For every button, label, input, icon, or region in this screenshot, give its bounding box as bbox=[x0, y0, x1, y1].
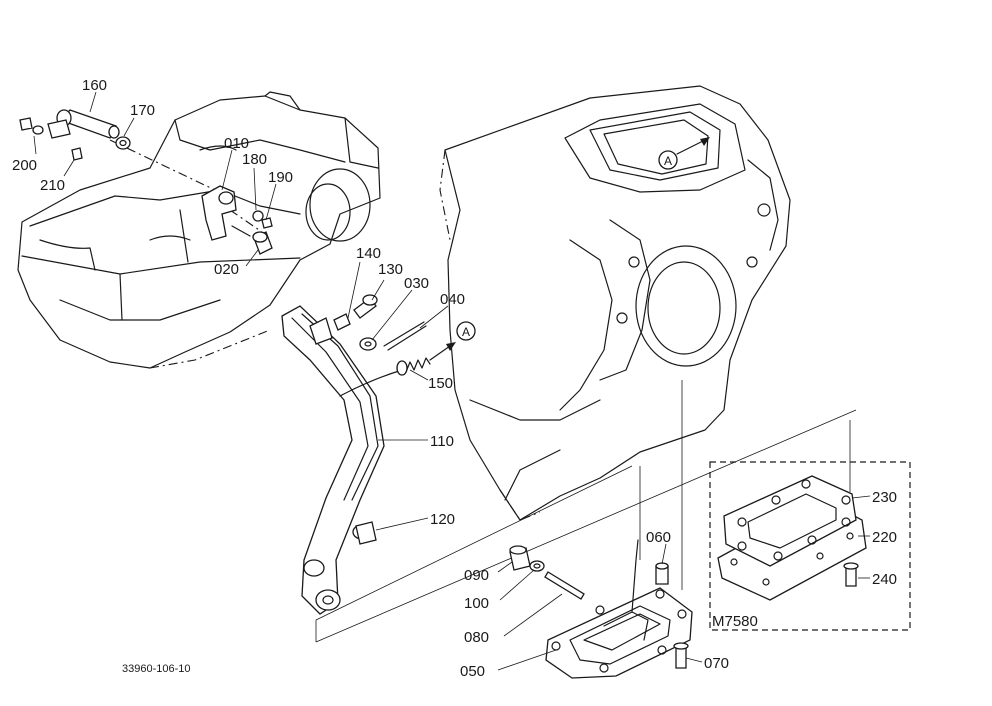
label-170: 170 bbox=[130, 102, 155, 119]
bottom-cover bbox=[545, 539, 693, 679]
marker-a-lower-letter: A bbox=[462, 325, 470, 339]
label-240: 240 bbox=[872, 571, 897, 588]
upper-lever-hardware bbox=[19, 109, 273, 255]
inset-cover-and-gasket bbox=[717, 475, 867, 601]
label-070: 070 bbox=[704, 655, 729, 672]
label-140: 140 bbox=[356, 245, 381, 262]
label-050: 050 bbox=[460, 663, 485, 680]
label-210: 210 bbox=[40, 177, 65, 194]
label-200: 200 bbox=[12, 157, 37, 174]
label-080: 080 bbox=[464, 629, 489, 646]
reference-marker-a-upper: A bbox=[658, 137, 710, 170]
adjust-bolt-hardware bbox=[333, 294, 427, 351]
pedal-arm bbox=[281, 305, 403, 615]
part-labels: 160 170 200 210 010 180 190 020 140 130 … bbox=[12, 77, 897, 680]
section-lines bbox=[315, 380, 857, 643]
leader-lines bbox=[33, 91, 871, 671]
drawing-number: 33960-106-10 bbox=[122, 663, 191, 675]
label-100: 100 bbox=[464, 595, 489, 612]
label-090: 090 bbox=[464, 567, 489, 584]
inset-box: M7580 bbox=[709, 461, 911, 631]
inset-label: M7580 bbox=[712, 613, 758, 630]
label-120: 120 bbox=[430, 511, 455, 528]
label-130: 130 bbox=[378, 261, 403, 278]
label-190: 190 bbox=[268, 169, 293, 186]
label-180: 180 bbox=[242, 151, 267, 168]
label-110: 110 bbox=[430, 433, 454, 450]
marker-a-upper-letter: A bbox=[664, 154, 672, 168]
label-040: 040 bbox=[440, 291, 465, 308]
right-housing bbox=[439, 85, 791, 521]
label-020: 020 bbox=[214, 261, 239, 278]
left-housing bbox=[17, 91, 381, 369]
plug-washer-pin bbox=[509, 545, 585, 600]
label-030: 030 bbox=[404, 275, 429, 292]
label-010: 010 bbox=[224, 135, 249, 152]
label-060: 060 bbox=[646, 529, 671, 546]
label-150: 150 bbox=[428, 375, 453, 392]
label-160: 160 bbox=[82, 77, 107, 94]
label-220: 220 bbox=[872, 529, 897, 546]
label-230: 230 bbox=[872, 489, 897, 506]
return-spring: A bbox=[396, 321, 476, 376]
